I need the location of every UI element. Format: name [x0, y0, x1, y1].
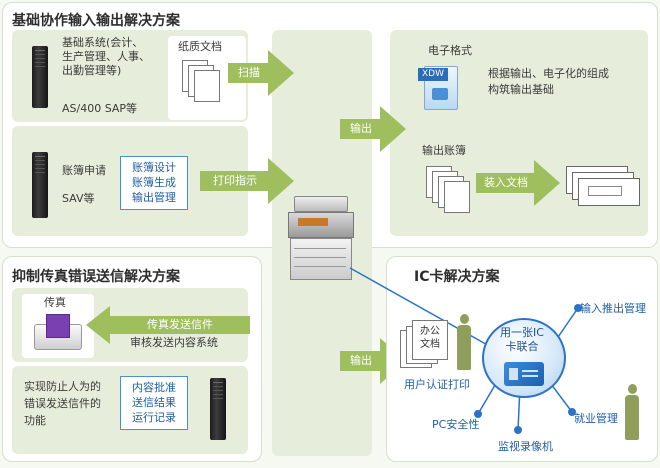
- collab-output-arrow: 输出: [340, 106, 406, 152]
- server-icon: [210, 378, 226, 440]
- office-doc-label: 办公 文档: [412, 320, 448, 360]
- sav-text: SAV等: [62, 192, 95, 205]
- server-icon: [32, 152, 48, 218]
- ledger-request-text: 账簿申请: [62, 164, 106, 177]
- print-instruction-arrow: 打印指示: [200, 158, 294, 204]
- prevent-text: 实现防止人为的 错误发送信件的 功能: [24, 380, 101, 427]
- load-doc-arrow: 装入文档: [476, 160, 560, 206]
- collab-output-label: 输出: [350, 122, 372, 135]
- collab-title: 基础协作输入输出解决方案: [12, 13, 180, 29]
- video-monitor-text: 监视录像机: [498, 440, 553, 453]
- fax-machine-icon: [34, 314, 82, 350]
- user-auth-print-text: 用户认证打印: [404, 378, 470, 391]
- scan-arrow: 扫描: [228, 50, 294, 96]
- card-center-label: 用一张IC 卡联合: [500, 326, 544, 353]
- fax-label: 传真: [44, 296, 66, 309]
- basic-system-text: 基础系统(会计、 生产管理、人事、 出勤管理等): [62, 36, 150, 77]
- load-doc-label: 装入文档: [484, 176, 528, 189]
- pc-security-text: PC安全性: [432, 418, 480, 431]
- fax-output-label: 输出: [350, 354, 372, 367]
- ledger-output-label: 输出账簿: [422, 144, 466, 157]
- approval-box: 内容批准 送信结果 运行记录: [120, 376, 188, 430]
- person-icon: [456, 314, 472, 370]
- as400-text: AS/400 SAP等: [62, 102, 138, 115]
- ic-title: IC卡解决方案: [414, 269, 500, 285]
- person-icon: [624, 384, 640, 440]
- multifunction-printer-icon: [288, 196, 354, 280]
- paper-doc-icon: [194, 70, 220, 102]
- scan-label: 扫描: [238, 66, 260, 79]
- input-output-mgmt-text: 输入推出管理: [580, 302, 646, 315]
- server-icon: [32, 46, 48, 108]
- fax-title: 抑制传真错误送信解决方案: [12, 269, 180, 285]
- fax-send-label: 传真发送信件: [147, 318, 213, 331]
- ledger-doc-icon: [444, 181, 470, 213]
- ic-card-icon: [504, 362, 544, 386]
- e-format-label: 电子格式: [428, 44, 472, 57]
- e-format-desc: 根据输出、电子化的组成 构筑输出基础: [488, 67, 609, 96]
- print-instruction-label: 打印指示: [213, 174, 257, 187]
- review-system-text: 审核发送内容系统: [130, 336, 218, 349]
- xdw-badge: XDW: [418, 68, 448, 81]
- fax-send-arrow: 传真发送信件: [86, 306, 250, 344]
- xdw-file-icon: XDW: [418, 62, 458, 110]
- ledger-design-box: 账簿设计 账簿生成 输出管理: [120, 156, 188, 210]
- employment-mgmt-text: 就业管理: [574, 412, 618, 425]
- paper-doc-label: 纸质文档: [178, 40, 222, 53]
